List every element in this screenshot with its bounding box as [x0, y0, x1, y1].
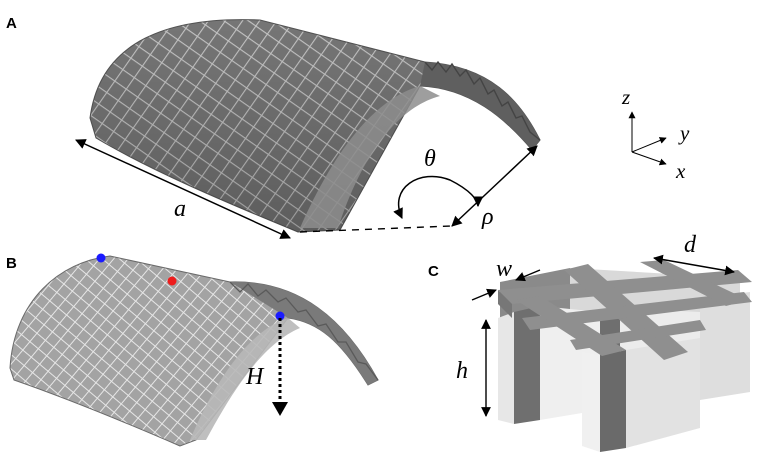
- panel-a-shell: [89, 19, 541, 233]
- dimension-d: d: [653, 232, 735, 276]
- unit-cell: [498, 260, 752, 452]
- dimension-a: a: [75, 139, 291, 239]
- panel-a-label: A: [6, 15, 17, 32]
- dimension-w-label: w: [496, 256, 512, 282]
- panel-b-label: B: [6, 255, 17, 272]
- dimension-d-label: d: [684, 232, 697, 258]
- dimension-theta-label: θ: [424, 146, 436, 172]
- axis-x-label: x: [675, 159, 686, 183]
- dimension-rho-label: ρ: [481, 204, 494, 230]
- coordinate-axes: z y x: [621, 85, 690, 183]
- dimension-a-label: a: [174, 196, 186, 222]
- axis-z-label: z: [621, 85, 630, 109]
- axis-y-label: y: [678, 121, 690, 145]
- displacement-arrow: H: [245, 318, 288, 416]
- marker-red-midpoint: [167, 276, 177, 286]
- displacement-label: H: [245, 364, 265, 390]
- panel-b-shell: [9, 255, 379, 447]
- marker-blue-load-point: [275, 311, 285, 321]
- marker-blue-crown: [96, 253, 106, 263]
- dimension-rho: ρ: [451, 145, 538, 230]
- dimension-h-label: h: [456, 358, 468, 384]
- dimension-h: h: [456, 319, 491, 417]
- panel-c-label: C: [428, 263, 439, 280]
- dimension-w: w: [471, 256, 541, 301]
